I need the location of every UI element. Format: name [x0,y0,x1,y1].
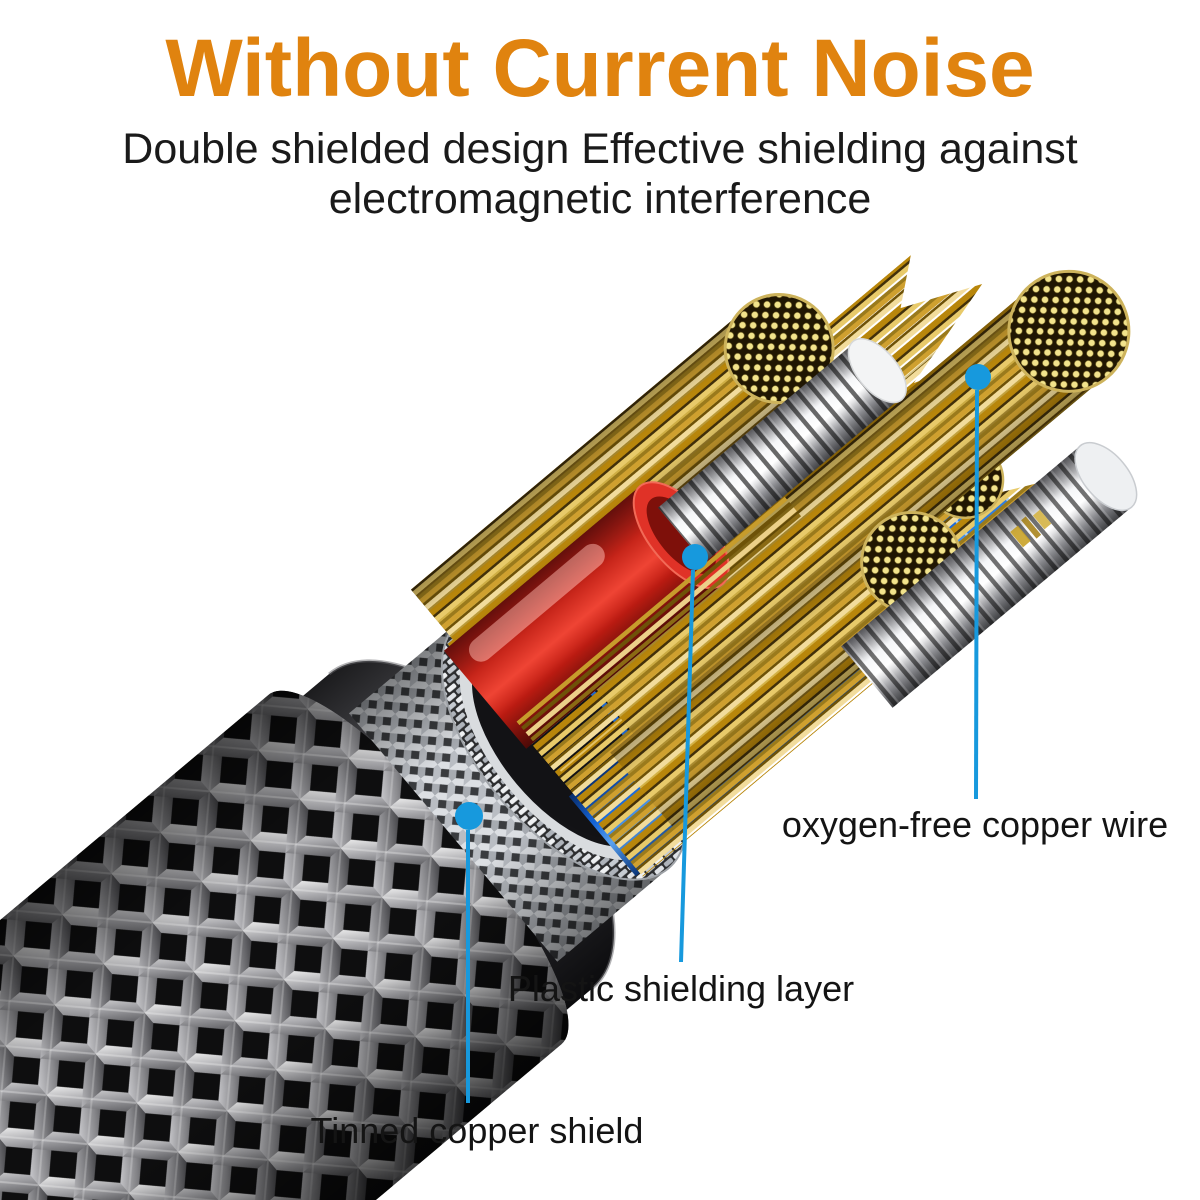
callout-dot-copper [965,364,991,390]
callout-oxygen-free-copper-wire [965,364,991,800]
copper-bundle-top-left [410,293,835,670]
cable-assembly [0,231,1138,1200]
silver-twisted-conductor [841,442,1138,708]
subheadline: Double shielded design Effective shieldi… [0,124,1200,225]
callout-line-plastic [679,569,695,963]
copper-bundle-top-right [578,269,1131,757]
copper-bundle-middle [610,510,964,827]
subheadline-line-1: Double shielded design Effective shieldi… [122,125,1078,173]
callout-dot-plastic [682,544,708,570]
callout-tinned-copper-shield [455,802,483,1103]
braided-nylon-jacket [0,690,569,1200]
label-plastic-shielding-layer: Plastic shielding layer [507,968,855,1009]
callout-line-copper [974,389,979,800]
subheadline-line-2: electromagnetic interference [328,175,872,224]
label-oxygen-free-copper-wire: oxygen-free copper wire [781,804,1169,845]
callout-plastic-shielding-layer [679,544,708,963]
callout-dot-shield [455,802,483,830]
label-tinned-copper-shield: Tinned copper shield [310,1110,644,1151]
inner-conductor [658,338,907,563]
headline: Without Current Noise [165,23,1035,114]
front-copper-strands [516,496,802,742]
